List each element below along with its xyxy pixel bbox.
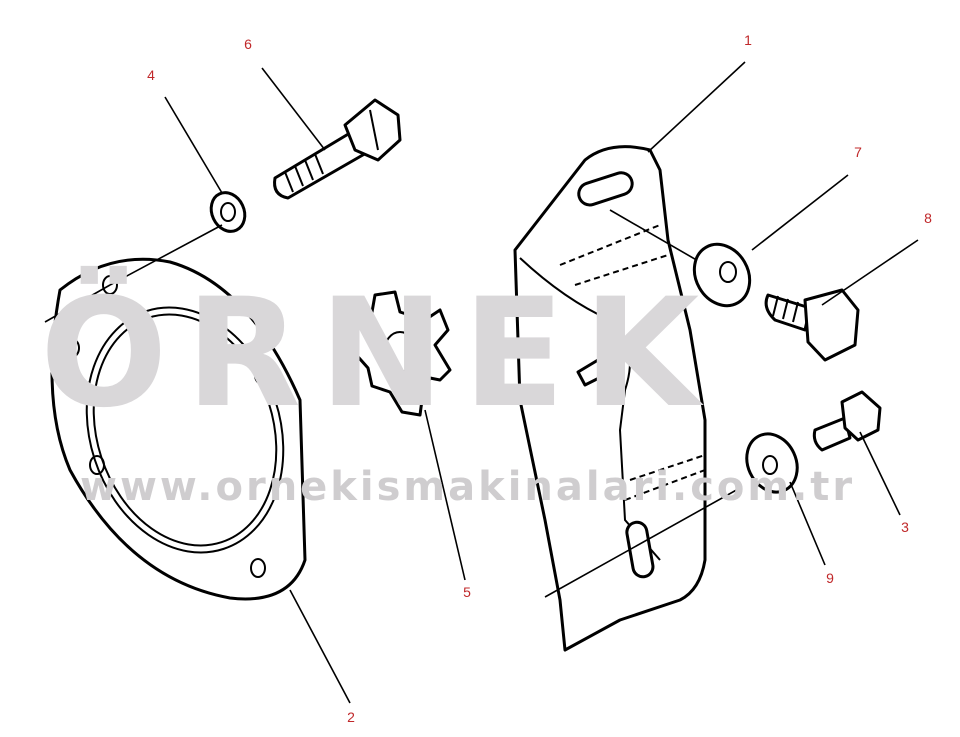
- hex-bolt-long: [273, 98, 402, 200]
- callout-4: 4: [147, 67, 155, 83]
- star-coupling: [350, 290, 466, 581]
- watermark-url: www.ornekismakinalari.com.tr: [80, 464, 855, 510]
- callout-3: 3: [901, 519, 909, 535]
- callout-1: 1: [744, 32, 752, 48]
- callout-5: 5: [463, 584, 471, 600]
- hex-bolt: [764, 288, 860, 362]
- watermark-brand: ÖRNEK: [40, 265, 717, 441]
- hex-bolt-small: [812, 390, 882, 452]
- bracket: [513, 61, 746, 652]
- gasket-plate: [44, 257, 307, 601]
- lock-washer: [109, 191, 247, 286]
- flat-washer-large: [692, 242, 752, 308]
- callout-2: 2: [347, 709, 355, 725]
- leader-lines: [164, 67, 919, 704]
- callout-6: 6: [244, 36, 252, 52]
- flat-washer: [745, 432, 799, 494]
- callout-7: 7: [854, 144, 862, 160]
- callout-9: 9: [826, 570, 834, 586]
- callout-8: 8: [924, 210, 932, 226]
